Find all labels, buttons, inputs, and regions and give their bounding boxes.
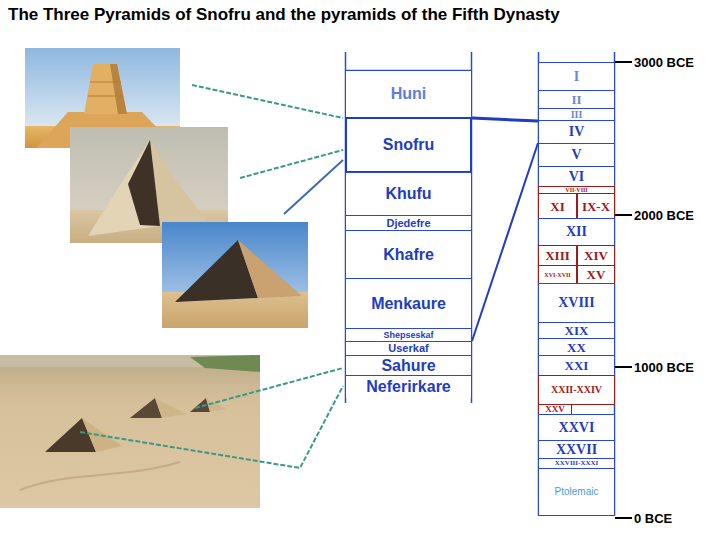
ruler-name: Djedefre <box>386 218 430 229</box>
dynasty-label: XX <box>567 341 586 354</box>
dynasty-label: III <box>571 110 583 120</box>
dynasty-box: XIX <box>538 322 615 339</box>
axis-tick <box>615 517 632 519</box>
intermediate-period-box: XV <box>577 265 615 284</box>
axis-tick <box>615 366 632 368</box>
intermediate-period-box: XIV <box>577 245 615 266</box>
dynasty-label: II <box>571 93 581 106</box>
dynasty-label: Ptolemaic <box>555 487 599 497</box>
pyramid-shadow <box>128 140 160 226</box>
photo-fields <box>190 355 260 372</box>
pyramid-step <box>88 96 123 97</box>
intermediate-period-box: XIII <box>538 245 577 266</box>
pyramid-shadow <box>110 64 127 114</box>
dynasty-label: XV <box>587 268 606 281</box>
dynasty-label: XXVII <box>556 443 597 457</box>
intermediate-period-box: XVI-XVII <box>538 265 577 284</box>
leader-line <box>192 85 343 118</box>
leader-lines <box>80 85 343 468</box>
dynasty-label: XIX <box>565 324 589 337</box>
leader-line <box>195 368 343 408</box>
intermediate-period-box: IX-X <box>577 193 615 219</box>
ruler-name: Sahure <box>381 358 435 374</box>
intermediate-period-box: XI <box>538 193 577 219</box>
dynasty-box: I <box>538 62 615 91</box>
ruler-box: Snofru <box>345 117 472 173</box>
axis-ticks <box>615 62 632 518</box>
pyramid-face <box>238 240 302 298</box>
ruler-name: Huni <box>391 86 427 102</box>
dynasty-label: XIV <box>584 249 608 262</box>
zoom-connector <box>472 118 538 121</box>
pyramid-face <box>155 398 186 418</box>
dynasty-label: IV <box>569 125 585 139</box>
ruler-box: Sahure <box>345 355 472 376</box>
axis-label: 2000 BCE <box>634 209 694 222</box>
ruler-name: Khafre <box>383 247 434 263</box>
dynasty-label: V <box>571 148 581 162</box>
dynasty-label: XVIII <box>558 296 595 310</box>
dynasty-label: XIII <box>545 249 570 262</box>
ruler-box: Userkaf <box>345 341 472 356</box>
dynasty-label: I <box>574 70 579 84</box>
axis-tick <box>615 61 632 63</box>
ruler-box: Neferirkare <box>345 375 472 398</box>
axis-label: 3000 BCE <box>634 56 694 69</box>
dynasty-box: XXI <box>538 355 615 376</box>
pyramid-face <box>88 140 160 236</box>
ruler-box: Khufu <box>345 172 472 216</box>
dynasty-box: VI <box>538 166 615 187</box>
dynasty-label: XVI-XVII <box>544 272 570 278</box>
ruler-name: Userkaf <box>388 343 428 354</box>
intermediate-period-box: XXII-XXIV <box>538 375 615 405</box>
dynasty-label: XXVI <box>559 421 595 435</box>
dynasty-label: VI <box>569 170 585 184</box>
photo-sky <box>162 222 308 328</box>
leader-line <box>284 160 343 214</box>
dynasty-box: IV <box>538 120 615 144</box>
column-frames <box>346 52 615 516</box>
ruler-name: Khufu <box>385 186 431 202</box>
dynasty-label: XXVIII-XXXI <box>555 460 599 467</box>
dynasty-label: IX-X <box>582 200 610 213</box>
sand-track <box>20 462 180 490</box>
dynasty-box: XVIII <box>538 283 615 323</box>
dynasty-box: XX <box>538 338 615 356</box>
ruler-box: Khafre <box>345 230 472 279</box>
diagram-title: The Three Pyramids of Snofru and the pyr… <box>8 6 560 25</box>
pyramid-tower <box>84 64 127 114</box>
zoom-connector <box>472 143 538 341</box>
leader-line <box>80 386 343 468</box>
dynasty-box: XXVI <box>538 414 615 441</box>
axis-label: 1000 BCE <box>634 361 694 374</box>
pyramid-face <box>150 140 216 232</box>
dynasty-box: XXVII <box>538 440 615 459</box>
dynasty-box: II <box>538 90 615 109</box>
dynasty-label: XI <box>550 200 564 213</box>
dynasty-box: XII <box>538 218 615 246</box>
ruler-box: Djedefre <box>345 215 472 231</box>
dynasty-label: XXV <box>545 405 565 414</box>
ruler-name: Shepseskaf <box>383 331 433 340</box>
ruler-box: Shepseskaf <box>345 328 472 342</box>
dynasty-label: XXI <box>565 359 589 372</box>
ruler-box: Huni <box>345 70 472 118</box>
red-pyramid-photo <box>162 222 308 328</box>
ruler-name: Neferirkare <box>366 379 451 395</box>
abusir-photo <box>0 355 260 508</box>
axis-label: 0 BCE <box>634 512 672 525</box>
dynasty-label: XII <box>566 225 587 239</box>
ruler-name: Menkaure <box>371 296 446 312</box>
dynasty-box: V <box>538 143 615 167</box>
pyramid-step <box>90 82 121 83</box>
ruler-box: Menkaure <box>345 278 472 329</box>
photo-sand <box>0 355 260 508</box>
period-box: Ptolemaic <box>538 468 615 516</box>
ruler-name: Snofru <box>383 137 435 153</box>
axis-tick <box>615 214 632 216</box>
dynasty-label: XXII-XXIV <box>551 385 602 395</box>
